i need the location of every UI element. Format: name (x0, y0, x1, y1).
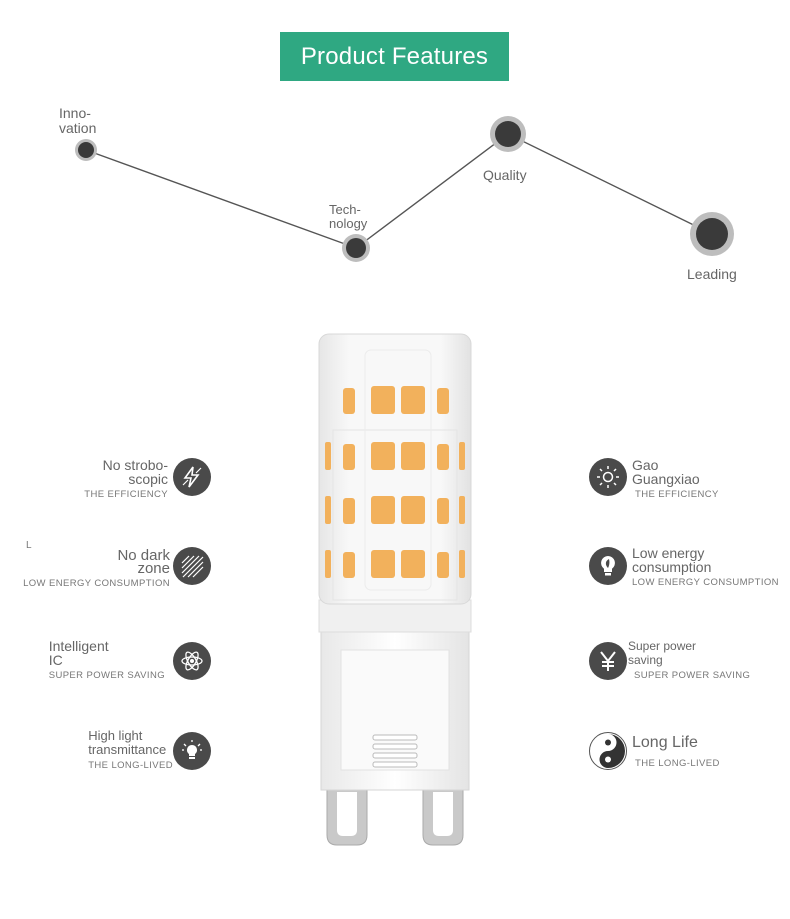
sun-icon (589, 458, 627, 496)
timeline-label-innovation: Inno- vation (59, 105, 97, 136)
yin-yang-icon (589, 732, 627, 770)
stray-mark: L (26, 540, 32, 551)
timeline-node-quality (490, 116, 526, 152)
feature-subtitle: THE LONG-LIVED (88, 760, 173, 771)
product-features-banner: Product Features (280, 32, 509, 81)
hatch-icon (173, 547, 211, 585)
feature-title: Gao Guangxiao (632, 457, 700, 487)
g9-led-bulb-image (318, 333, 472, 846)
feature-title: No strobo- scopic (102, 457, 168, 487)
flash-icon (173, 458, 211, 496)
feature-no-dark-zone: No dark zone LOW ENERGY CONSUMPTION (23, 547, 170, 589)
feature-subtitle: THE EFFICIENCY (635, 489, 719, 500)
timeline (75, 116, 734, 262)
feature-super-power-saving: Super power saving SUPER POWER SAVING (628, 639, 750, 681)
feature-title: High light transmittance (88, 728, 167, 757)
feature-subtitle: SUPER POWER SAVING (48, 670, 165, 681)
timeline-label-technology: Tech- nology (329, 202, 368, 231)
leaf-bulb-icon (589, 547, 627, 585)
feature-gao-guangxiao: Gao Guangxiao THE EFFICIENCY (632, 458, 719, 500)
feature-low-energy-consumption: Low energy consumption LOW ENERGY CONSUM… (632, 546, 779, 588)
timeline-label-quality: Quality (483, 167, 527, 183)
bulb-icon (173, 732, 211, 770)
feature-no-stroboscopic: No strobo- scopic THE EFFICIENCY (84, 458, 168, 500)
timeline-node-leading (690, 212, 734, 256)
feature-title: Long Life (632, 734, 698, 751)
feature-subtitle: THE LONG-LIVED (635, 758, 720, 769)
timeline-node-innovation (75, 139, 97, 161)
feature-long-life: Long Life THE LONG-LIVED (632, 734, 720, 770)
feature-subtitle: LOW ENERGY CONSUMPTION (632, 577, 779, 588)
feature-subtitle: SUPER POWER SAVING (634, 670, 751, 681)
feature-high-light-transmittance: High light transmittance THE LONG-LIVED (88, 728, 173, 772)
atom-icon (173, 642, 211, 680)
feature-subtitle: THE EFFICIENCY (84, 489, 168, 500)
timeline-node-technology (342, 234, 370, 262)
feature-title: Intelligent IC (48, 638, 109, 668)
yen-icon (589, 642, 627, 680)
feature-intelligent-ic: Intelligent IC SUPER POWER SAVING (49, 639, 165, 681)
timeline-label-leading: Leading (687, 266, 737, 282)
feature-title: Low energy consumption (632, 545, 712, 575)
feature-subtitle: LOW ENERGY CONSUMPTION (23, 578, 170, 589)
banner-title: Product Features (300, 42, 489, 70)
feature-title: Super power saving (628, 639, 697, 667)
feature-title: No dark zone (117, 547, 170, 577)
